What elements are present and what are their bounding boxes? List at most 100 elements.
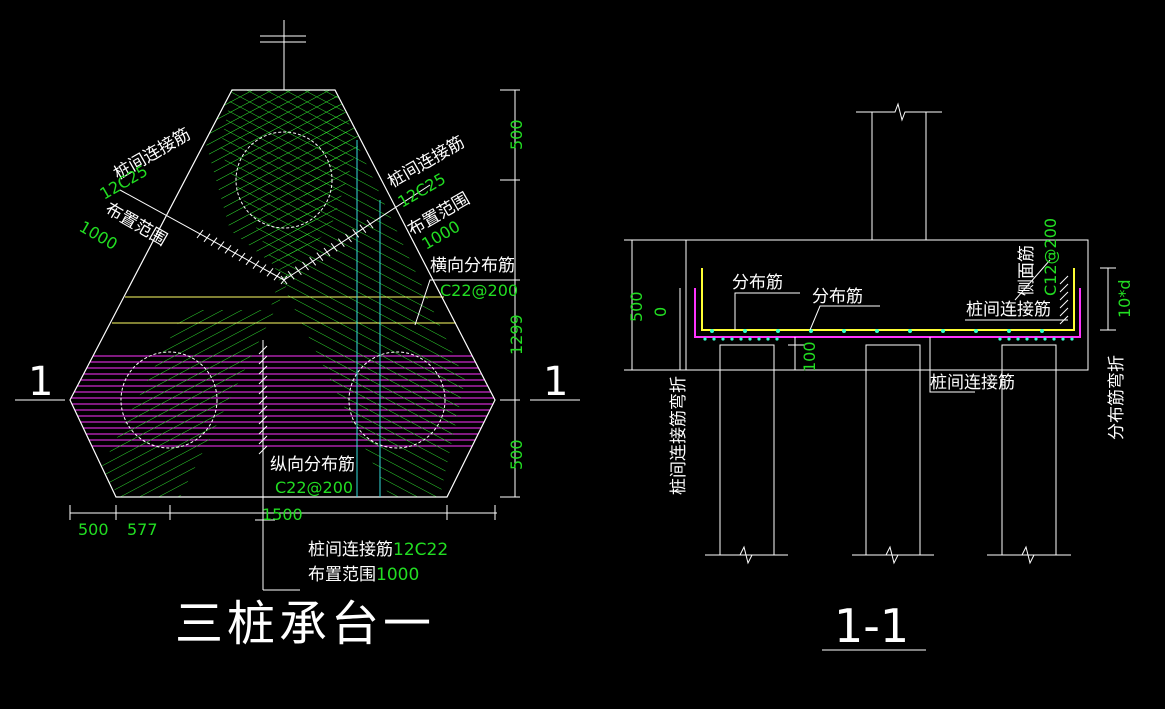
top-crosshatch	[205, 90, 360, 270]
rebar-dot	[842, 329, 846, 333]
vertical-tick	[258, 355, 268, 365]
leader-tick	[294, 266, 302, 275]
leader-tick	[245, 256, 253, 266]
pile-top	[235, 131, 333, 229]
label-left-vertical: 桩间连接筋弯折	[669, 376, 689, 495]
right-dimension	[500, 89, 520, 498]
label-pile-connect: 桩间连接筋	[966, 300, 1051, 320]
leader-tick	[302, 261, 309, 271]
section-leaders	[734, 259, 1116, 393]
section-mark-right: 1	[543, 359, 568, 405]
leader-tick	[352, 229, 360, 238]
rebar-dot	[908, 329, 912, 333]
side-tick	[1059, 283, 1069, 293]
rebar-dot	[743, 329, 747, 333]
section-view: 分布筋 分布筋 桩间连接筋 桩间连接筋 侧面筋 C12@200 桩间连接筋弯折 …	[624, 102, 1134, 653]
leader-tick	[359, 224, 367, 233]
dim-right-mid: 1299	[507, 314, 526, 355]
vertical-tick	[258, 375, 268, 385]
vertical-tick	[258, 425, 268, 435]
rebar-dot	[1043, 337, 1047, 341]
label-side-bar-spec: C12@200	[1041, 218, 1060, 296]
dim-right-top: 500	[507, 119, 526, 150]
right-leader-line	[283, 184, 431, 281]
leader-tick	[323, 247, 331, 257]
vertical-tick	[258, 365, 268, 375]
rebar-dot	[775, 337, 779, 341]
rebar-dot	[1007, 337, 1011, 341]
rebar-dot	[809, 329, 813, 333]
rebar-dot	[730, 337, 734, 341]
side-tick	[1059, 275, 1069, 285]
pile-connect-bar	[694, 288, 1081, 338]
label-bottom-connect-text: 桩间连接筋	[308, 540, 393, 560]
leader-tick	[287, 271, 295, 280]
label-longitudinal-spec: C22@200	[275, 478, 353, 497]
rebar-dot	[998, 337, 1002, 341]
bottom-dimension	[69, 505, 497, 520]
label-longitudinal: 纵向分布筋	[270, 455, 355, 475]
leader-tick	[345, 233, 352, 243]
rebar-dot	[776, 329, 780, 333]
leader-tick	[259, 264, 267, 273]
dim-bottom-main: 1500	[262, 505, 303, 524]
pile-cap-outline	[69, 89, 496, 498]
rebar-dot	[766, 337, 770, 341]
side-tick	[1059, 291, 1069, 301]
label-bottom-range-text: 布置范围	[308, 565, 376, 585]
distribution-bar	[701, 268, 1075, 331]
side-tick	[1059, 299, 1069, 309]
label-dist2: 分布筋	[812, 287, 863, 307]
side-tick	[1059, 307, 1069, 317]
leader-tick	[238, 252, 246, 262]
leader-tick	[366, 219, 374, 229]
rebar-dot	[1007, 329, 1011, 333]
dim-section-cover: 100	[800, 341, 819, 372]
rebar-dot	[703, 337, 707, 341]
vertical-tick	[258, 345, 268, 355]
leader-tick	[196, 229, 204, 239]
dim-section-zero: 0	[651, 307, 670, 317]
leader-tick	[217, 241, 225, 250]
label-transverse: 横向分布筋	[430, 256, 515, 276]
rebar-dot	[875, 329, 879, 333]
pile-bottom-left	[120, 351, 218, 449]
leader-tick	[210, 237, 218, 246]
vertical-tick	[258, 395, 268, 405]
label-right-vertical: 分布筋弯折	[1107, 355, 1127, 440]
label-bottom-range: 布置范围1000	[308, 565, 419, 585]
section-title: 1-1	[834, 599, 909, 653]
rebar-dot	[941, 329, 945, 333]
rebar-dot	[721, 337, 725, 341]
rebar-dot	[712, 337, 716, 341]
leader-tick	[337, 238, 345, 247]
rebar-dot	[1040, 329, 1044, 333]
dim-bottom-left: 500	[78, 520, 109, 539]
label-bottom-range-value: 1000	[376, 565, 419, 585]
section-mark-left: 1	[28, 359, 53, 405]
leader-tick	[280, 275, 288, 285]
diagonal-rebar-bands	[100, 90, 465, 497]
section-piles	[705, 344, 1071, 565]
pile-bottom-right	[348, 351, 446, 449]
vertical-tick	[258, 405, 268, 415]
leader-tick	[252, 260, 260, 269]
cap-section-outline	[685, 239, 1089, 371]
leader-tick	[273, 271, 281, 281]
label-bottom-connect: 桩间连接筋12C22	[308, 540, 448, 560]
leader-tick	[330, 243, 338, 252]
vertical-tick	[258, 385, 268, 395]
rebar-dot	[1016, 337, 1020, 341]
vertical-tick	[258, 445, 268, 455]
rebar-dot	[1025, 337, 1029, 341]
rebar-dot	[1070, 337, 1074, 341]
rebar-dot	[974, 329, 978, 333]
dim-right-bottom: 500	[507, 439, 526, 470]
vertical-tick	[258, 435, 268, 445]
plan-title: 三桩承台一	[175, 596, 435, 652]
rebar-dot	[1034, 337, 1038, 341]
rebar-dot	[757, 337, 761, 341]
column	[856, 102, 942, 240]
dim-bottom-mid: 577	[127, 520, 158, 539]
